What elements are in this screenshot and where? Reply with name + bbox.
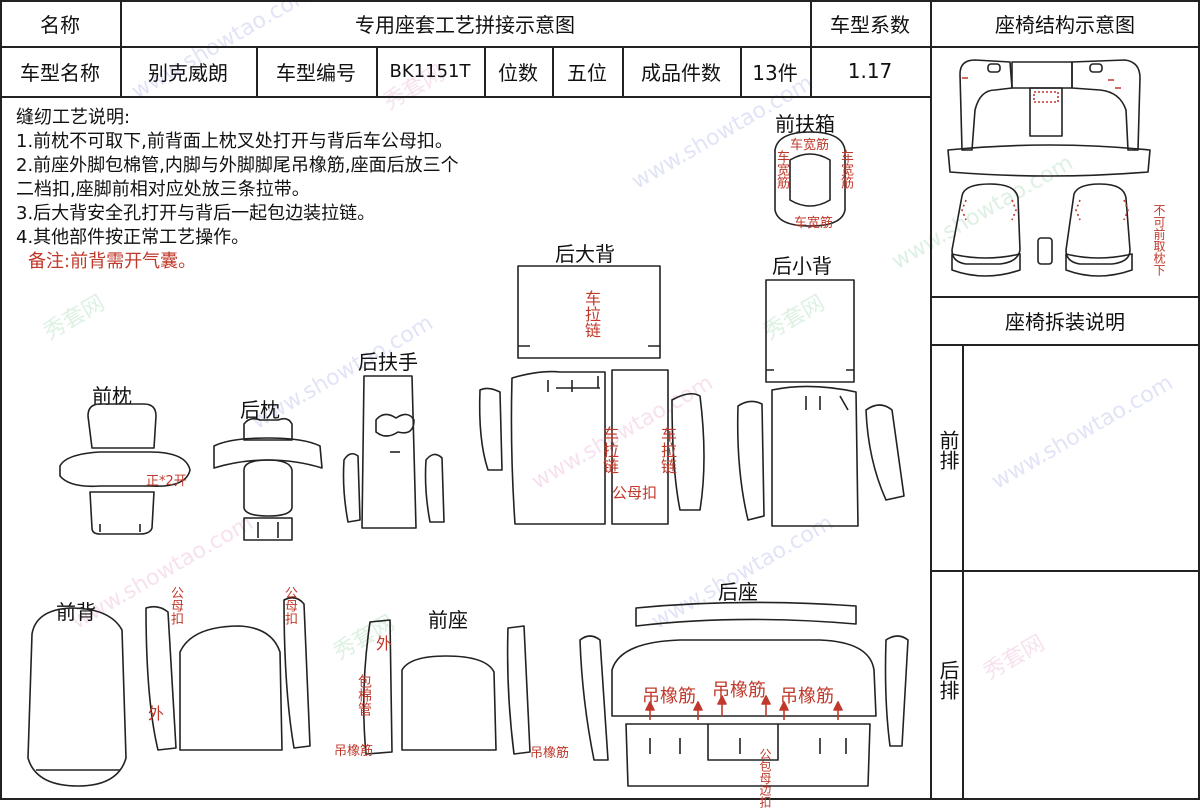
rear-small-back-pattern bbox=[736, 279, 905, 527]
notes-item: 3.后大背安全孔打开与背后一起包边装拉链。 bbox=[16, 203, 376, 224]
part-front-back: 前背 bbox=[56, 600, 96, 624]
annotation-rubber-band: 吊橡筋 bbox=[642, 686, 696, 707]
annotation-car-wide-rib: 车宽筋 bbox=[774, 150, 789, 189]
coef-value: 1.17 bbox=[847, 59, 893, 83]
model-no: BK1151T bbox=[389, 60, 471, 82]
seat-structure-diagram bbox=[947, 59, 1151, 277]
annotation-zipper: 车拉链 bbox=[582, 290, 601, 338]
front-back-pattern bbox=[27, 596, 311, 787]
annotation-rubber-band: 吊橡筋 bbox=[780, 686, 834, 707]
coef-label: 车型系数 bbox=[830, 12, 910, 37]
annotation-headrest-open: 正*2开 bbox=[146, 474, 187, 489]
disassembly-title: 座椅拆装说明 bbox=[1005, 309, 1125, 334]
notes-item: 二档扣,座脚前相对应处放三条拉带。 bbox=[16, 179, 310, 200]
rear-headrest-pattern bbox=[213, 417, 323, 541]
part-rear-armrest: 后扶手 bbox=[358, 350, 418, 374]
part-rear-small-back: 后小背 bbox=[772, 254, 832, 278]
part-rear-big-back: 后大背 bbox=[555, 242, 615, 266]
rear-row-label: 后排 bbox=[936, 660, 960, 700]
annotation-outer: 外 bbox=[148, 704, 165, 723]
annotation-rubber-band: 吊橡筋 bbox=[712, 680, 766, 701]
front-armrest-box-pattern bbox=[774, 131, 846, 227]
part-front-seat: 前座 bbox=[428, 608, 468, 632]
notes-item: 2.前座外脚包棉管,内脚与外脚脚尾吊橡筋,座面后放三个 bbox=[16, 155, 459, 176]
front-headrest-pattern bbox=[59, 403, 191, 535]
model-name: 别克威朗 bbox=[148, 60, 228, 85]
annotation-car-wide-rib: 车宽筋 bbox=[794, 216, 834, 231]
notes-remark: 备注:前背需开气囊。 bbox=[28, 251, 197, 272]
notes-item: 1.前枕不可取下,前背面上枕叉处打开与背后车公母扣。 bbox=[16, 131, 453, 152]
rear-seat-pattern bbox=[579, 601, 909, 787]
sewing-notes: 缝纫工艺说明: 1.前枕不可取下,前背面上枕叉处打开与背后车公母扣。 2.前座外… bbox=[16, 106, 459, 274]
notes-item: 4.其他部件按正常工艺操作。 bbox=[16, 227, 250, 248]
rear-armrest-pattern bbox=[342, 375, 445, 529]
annotation-male-female-buckle: 公母扣 bbox=[282, 586, 297, 625]
annotation-car-wide-rib: 车宽筋 bbox=[790, 138, 830, 153]
annotation-rubber-band: 吊橡筋 bbox=[334, 744, 374, 759]
notes-title: 缝纫工艺说明: bbox=[16, 107, 131, 128]
name-label: 名称 bbox=[40, 12, 80, 37]
pieces-value: 13件 bbox=[752, 60, 798, 85]
part-rear-seat: 后座 bbox=[718, 580, 758, 604]
page-title: 专用座套工艺拼接示意图 bbox=[355, 12, 575, 37]
pieces-label: 成品件数 bbox=[641, 60, 721, 85]
seats-value: 五位 bbox=[567, 60, 607, 85]
annotation-male-female-buckle: 公母扣 bbox=[168, 586, 183, 625]
front-row-label: 前排 bbox=[936, 430, 960, 470]
annotation-male-female-buckle: 公母扣 bbox=[612, 484, 658, 502]
model-no-label: 车型编号 bbox=[276, 60, 356, 85]
annotation-rubber-band: 吊橡筋 bbox=[530, 746, 570, 761]
model-name-label: 车型名称 bbox=[20, 60, 100, 85]
no-headrest-note: 不可前取枕下 bbox=[1152, 204, 1166, 276]
part-rear-headrest: 后枕 bbox=[240, 398, 280, 422]
rear-big-back-pattern bbox=[478, 265, 705, 525]
annotation-outer: 外 bbox=[376, 634, 393, 653]
annotation-zipper: 车拉链 bbox=[600, 426, 619, 474]
annotation-car-wide-rib: 车宽筋 bbox=[838, 150, 853, 189]
front-seat-pattern bbox=[362, 619, 531, 755]
struct-title: 座椅结构示意图 bbox=[995, 12, 1135, 37]
annotation-zipper: 车拉链 bbox=[658, 426, 677, 474]
annotation-binding-buckle: 公包母边扣 bbox=[758, 748, 772, 808]
annotation-cotton-tube: 包棉管 bbox=[356, 674, 372, 716]
seats-label: 位数 bbox=[498, 60, 538, 85]
